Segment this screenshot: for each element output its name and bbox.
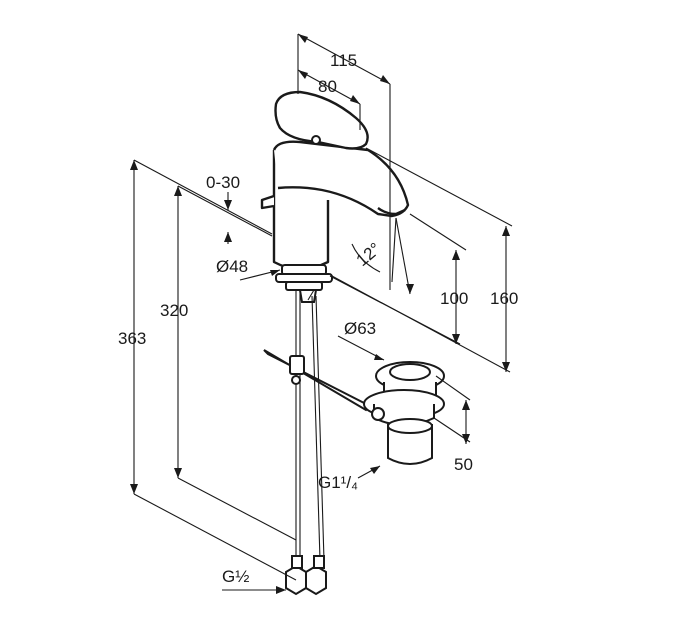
- dim-label-g1-2: G½: [222, 567, 249, 586]
- dim-label-363: 363: [118, 329, 146, 348]
- base-nut: [275, 264, 333, 303]
- dim-label-80: 80: [318, 77, 337, 96]
- dim-label-dia-48: Ø48: [216, 257, 248, 276]
- dim-label-160: 160: [490, 289, 518, 308]
- waste-fitting: [363, 361, 445, 465]
- hose-connectors: [285, 555, 327, 596]
- dim-label-320: 320: [160, 301, 188, 320]
- dimension-lines: [133, 33, 513, 591]
- dim-label-0-30: 0-30: [206, 173, 240, 192]
- dim-label-12-deg: 12°: [353, 239, 385, 270]
- dim-label-dia-63: Ø63: [344, 319, 376, 338]
- dim-label-50: 50: [454, 455, 473, 474]
- popup-rod: [263, 349, 372, 412]
- dimension-labels: 115 80 0-30 12° Ø48 Ø63 100 160 320 363 …: [118, 51, 518, 586]
- supply-hoses: [295, 289, 325, 561]
- dimension-arrows: [130, 34, 510, 594]
- dim-label-100: 100: [440, 289, 468, 308]
- dim-label-115: 115: [330, 51, 357, 70]
- dim-label-g1-1-4: G1¹/₄: [318, 473, 358, 492]
- faucet-body: [260, 140, 410, 271]
- lever-handle: [274, 90, 369, 150]
